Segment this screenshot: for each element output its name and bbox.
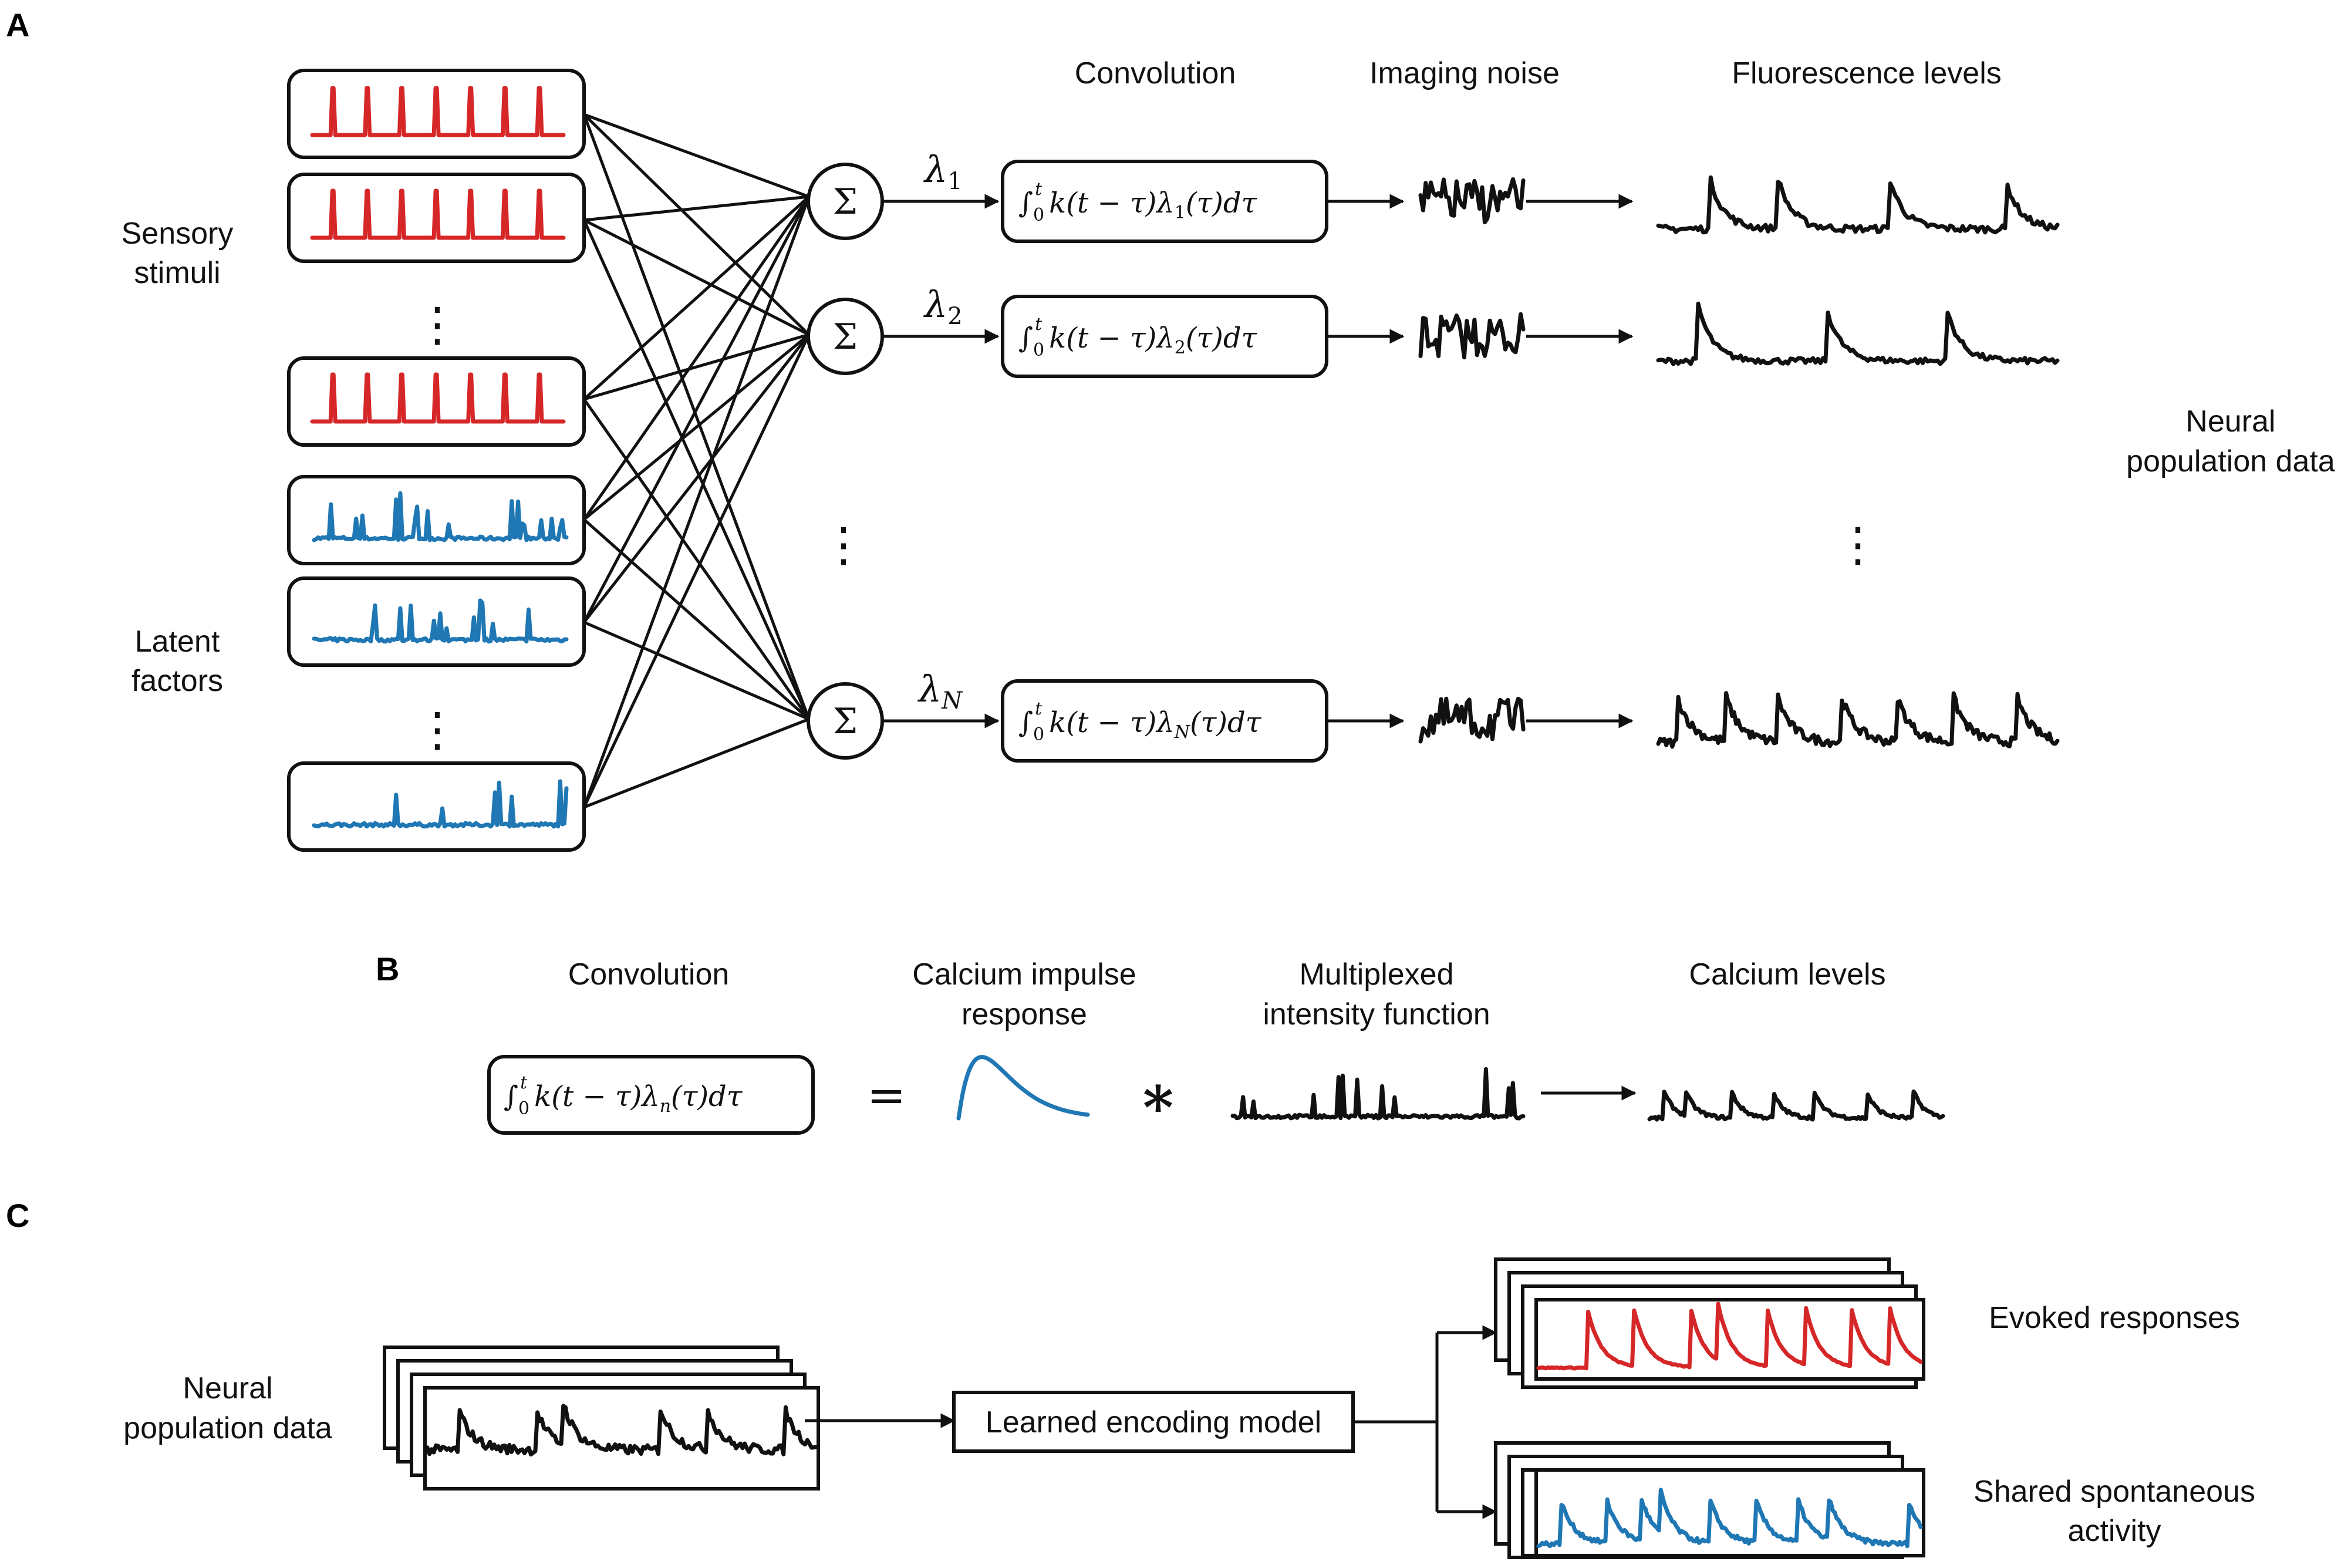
b-convolution-box — [487, 1055, 815, 1135]
c-evoked-trace — [1536, 1301, 1923, 1371]
latent-factors-label-2: factors — [131, 664, 223, 698]
intensity-function-trace — [1230, 1067, 1526, 1121]
c-neural-label-2: population data — [123, 1411, 332, 1445]
fluorescence-trace-2 — [1656, 301, 2060, 366]
evoked-responses-label: Evoked responses — [1989, 1301, 2240, 1335]
b-equals-sign: = — [866, 1068, 906, 1122]
panel-a-letter: A — [6, 6, 29, 43]
sensory-stimuli-label-2: stimuli — [134, 256, 220, 290]
sum-symbol-2: Σ — [833, 316, 858, 358]
c-evoked-front-card — [1534, 1298, 1925, 1381]
c-neural-front-card — [423, 1386, 820, 1491]
latent-trace-3 — [312, 779, 569, 829]
fluorescence-trace-3 — [1656, 691, 2060, 749]
c-neural-trace — [425, 1404, 818, 1456]
c-neural-label-1: Neural — [183, 1371, 272, 1405]
lambda-label-1: λ1 — [923, 148, 963, 195]
latent-box-1 — [287, 475, 586, 565]
calcium-impulse-curve — [956, 1055, 1090, 1121]
sum-symbol-1: Σ — [833, 181, 858, 222]
b-header-impulse-1: Calcium impulse — [912, 957, 1136, 992]
noise-trace-3 — [1418, 696, 1526, 744]
b-header-calcium: Calcium levels — [1689, 957, 1885, 992]
latent-box-2 — [287, 576, 586, 667]
sensory-stimuli-label-1: Sensory — [122, 217, 234, 251]
c-spont-trace — [1536, 1488, 1923, 1549]
spont-activity-label-2: activity — [2068, 1514, 2161, 1548]
encoding-model-label: Learned encoding model — [986, 1405, 1321, 1439]
b-header-convolution: Convolution — [568, 957, 730, 992]
c-evoked-stack — [1494, 1257, 1925, 1389]
stimulus-trace-2 — [310, 188, 566, 240]
b-header-intensity-1: Multiplexed — [1299, 957, 1453, 992]
fluorescence-trace-1 — [1656, 175, 2060, 235]
ellipsis-sum-nodes: ⋮ — [820, 517, 867, 572]
col-header-imaging-noise: Imaging noise — [1369, 56, 1560, 90]
connection-lines — [582, 113, 811, 809]
b-header-impulse-2: response — [962, 997, 1087, 1031]
c-spont-stack — [1494, 1441, 1925, 1559]
encoding-model-box — [952, 1391, 1355, 1453]
sum-symbol-n: Σ — [833, 701, 858, 742]
col-header-fluorescence: Fluorescence levels — [1732, 56, 2002, 90]
b-header-intensity-2: intensity function — [1263, 997, 1490, 1031]
stimulus-trace-3 — [310, 372, 566, 424]
ellipsis-stimuli: ⋮ — [414, 297, 461, 352]
b-convolution-star: * — [1143, 1073, 1173, 1142]
calcium-levels-trace — [1647, 1089, 1945, 1122]
latent-trace-1 — [312, 491, 569, 542]
panel-c-letter: C — [6, 1197, 29, 1234]
latent-factors-label-1: Latent — [135, 625, 220, 659]
spont-activity-label-1: Shared spontaneous — [1973, 1475, 2255, 1509]
ellipsis-latents: ⋮ — [414, 702, 461, 757]
noise-trace-2 — [1418, 312, 1526, 360]
col-header-convolution: Convolution — [1075, 56, 1236, 90]
latent-trace-2 — [312, 598, 569, 644]
lambda-label-n: λN — [917, 667, 963, 714]
lambda-label-2: λ2 — [923, 283, 963, 330]
neural-population-label-1: Neural — [2185, 404, 2275, 439]
latent-box-3 — [287, 761, 586, 852]
stimulus-trace-1 — [310, 86, 566, 137]
neural-population-label-2: population data — [2126, 444, 2335, 478]
panel-b-letter: B — [376, 950, 399, 987]
c-neural-stack — [383, 1346, 820, 1491]
ellipsis-fluorescence: ⋮ — [1834, 517, 1881, 572]
noise-trace-1 — [1418, 177, 1526, 225]
